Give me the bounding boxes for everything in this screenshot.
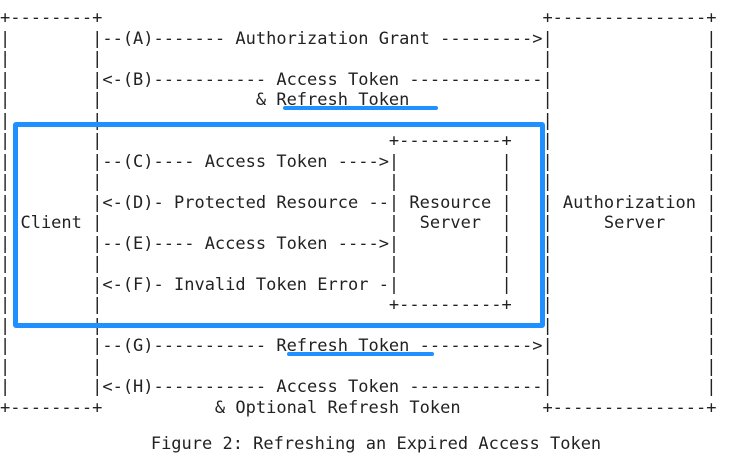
diagram-line: | | & Refresh Token | |	[0, 90, 717, 110]
refresh-token-underline-b	[283, 106, 438, 110]
figure-caption: Figure 2: Refreshing an Expired Access T…	[150, 434, 602, 454]
diagram-line: | | | |	[0, 110, 717, 131]
diagram-line: | |--(E)---- Access Token ---->| | | |	[0, 233, 717, 254]
diagram-line: | | +----------+ | |	[0, 131, 717, 151]
diagram-line: | | | |	[0, 49, 717, 69]
diagram-line: | | | | | |	[0, 254, 717, 274]
diagram-line: | | | |	[0, 356, 717, 377]
diagram-line: | |--(C)---- Access Token ---->| | | |	[0, 151, 717, 172]
diagram-line: | |<-(D)- Protected Resource --| Resourc…	[0, 192, 717, 213]
diagram-line: +--------+ +---------------+	[0, 8, 717, 28]
ascii-flow-diagram: +--------+ +---------------+ | |--(A)---…	[0, 0, 716, 451]
diagram-line: | |<-(H)----------- Access Token -------…	[0, 377, 717, 397]
diagram-line: | |--(G)----------- Refresh Token ------…	[0, 336, 717, 356]
resource-server-highlight-box	[13, 122, 545, 328]
diagram-line: | |--(A)------- Authorization Grant ----…	[0, 28, 717, 49]
diagram-line: | | +----------+ | |	[0, 295, 717, 315]
diagram-line: | | | | | |	[0, 172, 717, 192]
diagram-line: +--------+ & Optional Refresh Token +---…	[0, 397, 717, 418]
refresh-token-underline-g	[287, 352, 434, 356]
diagram-line: | |<-(B)----------- Access Token -------…	[0, 69, 717, 90]
diagram-line: | Client | | Server | | Server |	[0, 213, 717, 233]
diagram-line: | |<-(F)- Invalid Token Error -| | | |	[0, 274, 717, 295]
